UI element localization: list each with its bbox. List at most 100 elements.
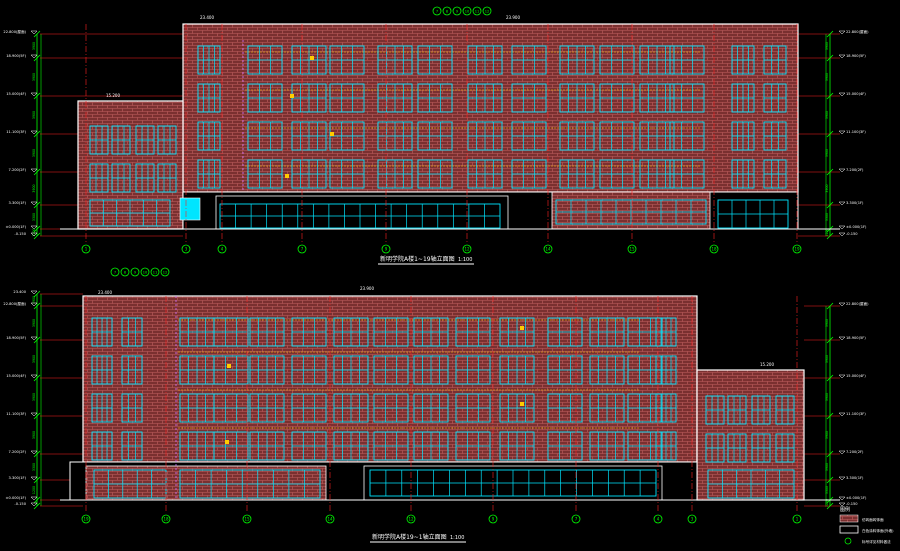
axis-bubble-icon	[543, 244, 553, 254]
dimension-value: 1200	[32, 228, 36, 236]
level-triangle-icon	[30, 290, 38, 295]
level-label: 11.100(3F)	[6, 130, 26, 134]
accent-marker	[227, 364, 231, 368]
dimension-value: 3900	[825, 73, 829, 81]
axis-bubble-icon	[653, 514, 663, 524]
bottom-right-annex	[696, 369, 805, 501]
axis-label: 18	[163, 517, 169, 522]
dimension-value: 3900	[825, 42, 829, 50]
level-label: 15.000(4F)	[6, 92, 26, 96]
accent-marker	[520, 326, 524, 330]
dimension-value: 3300	[32, 213, 36, 221]
axis-label: 14	[545, 247, 551, 252]
dimension-value: 3900	[32, 355, 36, 363]
dimension-tick	[33, 502, 41, 510]
top-window-grid	[89, 45, 789, 229]
level-label: 18.900(5F)	[846, 336, 866, 340]
axis-label: 18	[711, 247, 717, 252]
axis-label: 14	[327, 517, 333, 522]
dimension-value: 3900	[825, 149, 829, 157]
axis-label: 7	[575, 517, 578, 522]
dimension-value: 3900	[825, 184, 829, 192]
dimension-value: 3300	[825, 213, 829, 221]
dimension-tick	[826, 130, 834, 138]
level-triangle-icon	[30, 302, 38, 307]
note-bubble-label: 11	[475, 10, 480, 14]
level-triangle-icon	[838, 302, 846, 307]
top-roof-label-annex: 15.200	[106, 93, 120, 98]
legend-note-icon	[844, 537, 852, 545]
axis-label: 19	[83, 517, 89, 522]
note-bubble-label: 9	[134, 271, 137, 275]
dimension-tick	[826, 502, 834, 510]
level-label: ±0.000(1F)	[6, 225, 27, 229]
dimension-tick	[826, 476, 834, 484]
level-triangle-icon	[838, 201, 846, 206]
dimension-value: 3300	[32, 463, 36, 471]
bottom-main-block	[82, 295, 698, 463]
level-triangle-icon	[30, 412, 38, 417]
axis-bubble-icon	[81, 514, 91, 524]
axis-bubble-icon	[161, 514, 171, 524]
note-bubble-label: 9	[456, 10, 459, 14]
level-label: 18.900(5F)	[6, 54, 26, 58]
axis-bubble-icon	[381, 244, 391, 254]
dimension-value: 3900	[825, 431, 829, 439]
dimension-tick	[826, 92, 834, 100]
axis-label: 9	[492, 517, 495, 522]
dimension-value: 1200	[825, 228, 829, 236]
axis-label: 19	[794, 247, 800, 252]
dimension-tick	[33, 92, 41, 100]
dimension-value: 3900	[32, 42, 36, 50]
level-triangle-icon	[30, 201, 38, 206]
axis-bubble-icon	[297, 244, 307, 254]
dimension-tick	[826, 54, 834, 62]
level-label: 22.800(屋面)	[846, 29, 869, 34]
level-triangle-icon	[838, 476, 846, 481]
level-triangle-icon	[30, 496, 38, 501]
bottom-right-level-marks: 22.800(屋面)390018.900(5F)390015.000(4F)39…	[804, 301, 869, 510]
level-triangle-icon	[838, 450, 846, 455]
level-triangle-icon	[30, 336, 38, 341]
dimension-value: 3900	[32, 319, 36, 327]
legend-label-white: 白色涂料饰面(外墙)	[862, 528, 894, 533]
dimension-value: 3900	[825, 393, 829, 401]
level-triangle-icon	[838, 232, 846, 237]
level-label: 7.200(2F)	[9, 450, 27, 454]
top-roof-label-center: 23.900	[506, 15, 520, 20]
level-triangle-icon	[838, 130, 846, 135]
bottom-roof-label-annex: 15.200	[760, 362, 774, 367]
level-triangle-icon	[30, 225, 38, 230]
level-triangle-icon	[838, 225, 846, 230]
top-title: 新明学院A楼1~19轴立面图	[380, 255, 455, 263]
axis-bubble-icon	[687, 514, 697, 524]
dimension-tick	[33, 232, 41, 240]
level-triangle-icon	[838, 54, 846, 59]
level-triangle-icon	[838, 412, 846, 417]
dimension-tick	[826, 450, 834, 458]
level-triangle-icon	[30, 54, 38, 59]
top-building-body	[60, 23, 840, 230]
note-bubble-icon	[130, 267, 140, 277]
note-bubble-label: 10	[143, 271, 148, 275]
note-bubble-icon	[140, 267, 150, 277]
dimension-tick	[33, 130, 41, 138]
legend: 图例 仿砖面砖饰面 白色涂料饰面(外墙) 标号详见材料做法	[839, 506, 894, 545]
level-label: 3.300(1F)	[846, 201, 864, 205]
dimension-value: 3900	[32, 184, 36, 192]
dimension-tick	[33, 496, 41, 504]
level-triangle-icon	[838, 168, 846, 173]
note-bubble-icon	[432, 6, 442, 16]
dimension-tick	[33, 168, 41, 176]
dimension-tick	[33, 54, 41, 62]
note-bubble-label: 8	[124, 271, 127, 275]
dimension-tick	[826, 336, 834, 344]
top-main-block	[182, 23, 799, 193]
top-elevation: 22.800(屋面) 3900 18.900(5F) 3900 15.000(4F) 39…	[3, 6, 869, 265]
dimension-tick	[826, 374, 834, 382]
legend-label-brick: 仿砖面砖饰面	[862, 517, 884, 522]
legend-title: 图例	[840, 506, 850, 513]
accent-marker	[520, 402, 524, 406]
bottom-window-grid	[91, 317, 795, 499]
